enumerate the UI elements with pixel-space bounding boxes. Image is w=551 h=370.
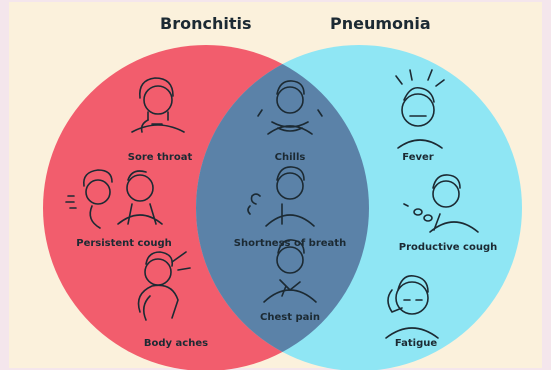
pneumonia-title: Pneumonia: [330, 14, 431, 33]
symptom-label-persistent-cough: Persistent cough: [76, 238, 172, 249]
symptom-label-chills: Chills: [275, 152, 306, 163]
symptom-label-chest-pain: Chest pain: [260, 312, 320, 323]
symptom-label-fever: Fever: [402, 152, 433, 163]
bronchitis-title: Bronchitis: [160, 14, 251, 33]
symptom-label-body-aches: Body aches: [144, 338, 208, 349]
symptom-label-productive-cough: Productive cough: [399, 242, 498, 253]
symptom-label-fatigue: Fatigue: [395, 338, 437, 349]
symptom-label-shortness-of-breath: Shortness of breath: [234, 238, 346, 249]
symptom-label-sore-throat: Sore throat: [128, 152, 193, 163]
